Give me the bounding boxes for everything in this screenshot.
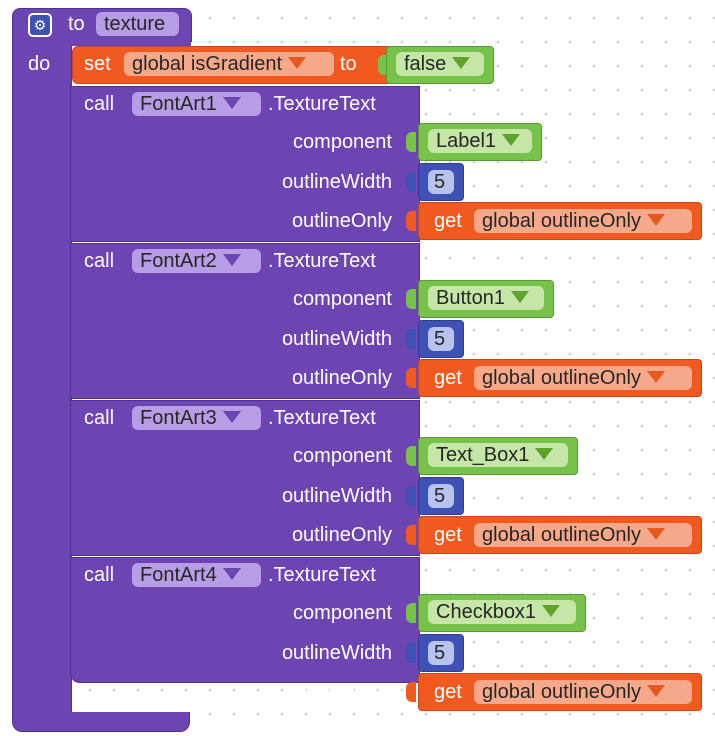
connector-icon	[406, 446, 416, 466]
triangle-down-icon	[288, 56, 307, 69]
triangle-down-icon	[222, 410, 241, 423]
param-component-label: component	[293, 288, 392, 310]
number-field[interactable]: 5	[428, 327, 454, 351]
component-dropdown[interactable]: FontArt1	[132, 92, 261, 116]
triangle-down-icon	[222, 253, 241, 266]
get-variable-dropdown[interactable]: global outlineOnly	[474, 523, 692, 547]
get-variable-dropdown[interactable]: global outlineOnly	[474, 680, 692, 704]
boolean-dropdown[interactable]: false	[396, 52, 484, 76]
procedure-top-bar	[13, 40, 191, 46]
number-field[interactable]: 5	[428, 484, 454, 508]
method-name: .TextureText	[268, 250, 376, 272]
param-only-label: outlineOnly	[291, 524, 392, 546]
connector-icon	[406, 132, 416, 152]
procedure-body	[12, 40, 72, 730]
get-keyword: get	[434, 681, 462, 703]
component-value-dropdown[interactable]: Label1	[428, 129, 532, 153]
component-dropdown[interactable]: FontArt4	[132, 563, 261, 587]
component-value: Checkbox1	[436, 601, 537, 623]
get-variable-name: global outlineOnly	[482, 681, 641, 703]
get-keyword: get	[434, 524, 462, 546]
get-keyword: get	[434, 367, 462, 389]
component-name: FontArt1	[140, 93, 217, 115]
call-keyword: call	[84, 93, 115, 115]
component-value-dropdown[interactable]: Checkbox1	[428, 600, 576, 624]
triangle-down-icon	[510, 290, 529, 303]
component-value: Text_Box1	[436, 444, 530, 466]
triangle-down-icon	[542, 604, 561, 617]
connector-icon	[406, 211, 416, 231]
procedure-do-label: do	[28, 53, 51, 75]
connector-icon	[406, 525, 416, 545]
set-variable-name: global isGradient	[132, 53, 283, 75]
component-value: Label1	[436, 130, 497, 152]
param-width-label: outlineWidth	[281, 485, 392, 507]
get-keyword: get	[434, 210, 462, 232]
set-to-keyword: to	[340, 53, 357, 75]
method-name: .TextureText	[268, 93, 376, 115]
connector-icon	[406, 603, 416, 623]
set-variable-dropdown[interactable]: global isGradient	[124, 52, 334, 76]
method-name: .TextureText	[268, 564, 376, 586]
component-dropdown[interactable]: FontArt3	[132, 406, 261, 430]
param-component-label: component	[293, 602, 392, 624]
set-keyword: set	[84, 53, 111, 75]
param-only-label: outlineOnly	[291, 681, 392, 703]
method-name: .TextureText	[268, 407, 376, 429]
connector-icon	[406, 643, 416, 663]
component-name: FontArt2	[140, 250, 217, 272]
triangle-down-icon	[502, 133, 521, 146]
param-component-label: component	[293, 445, 392, 467]
number-field[interactable]: 5	[428, 170, 454, 194]
connector-icon	[406, 682, 416, 702]
triangle-down-icon	[647, 684, 665, 697]
get-variable-name: global outlineOnly	[482, 524, 641, 546]
get-variable-name: global outlineOnly	[482, 210, 641, 232]
connector-icon	[406, 368, 416, 388]
param-width-label: outlineWidth	[281, 328, 392, 350]
call-keyword: call	[84, 407, 115, 429]
get-variable-dropdown[interactable]: global outlineOnly	[474, 209, 692, 233]
triangle-down-icon	[222, 567, 241, 580]
get-variable-dropdown[interactable]: global outlineOnly	[474, 366, 692, 390]
connector-icon	[378, 55, 388, 75]
component-value-dropdown[interactable]: Text_Box1	[428, 443, 568, 467]
component-name: FontArt3	[140, 407, 217, 429]
gear-icon[interactable]: ⚙	[28, 13, 52, 37]
param-component-label: component	[293, 131, 392, 153]
procedure-to-label: to	[68, 13, 85, 35]
boolean-value: false	[404, 53, 447, 75]
param-width-label: outlineWidth	[281, 171, 392, 193]
connector-icon	[406, 486, 416, 506]
triangle-down-icon	[535, 447, 554, 460]
param-width-label: outlineWidth	[281, 642, 392, 664]
param-only-label: outlineOnly	[291, 367, 392, 389]
triangle-down-icon	[647, 370, 665, 383]
procedure-name-field[interactable]: texture	[96, 12, 179, 36]
triangle-down-icon	[647, 527, 665, 540]
triangle-down-icon	[452, 56, 471, 69]
connector-icon	[406, 172, 416, 192]
call-keyword: call	[84, 250, 115, 272]
component-dropdown[interactable]: FontArt2	[132, 249, 261, 273]
connector-icon	[406, 329, 416, 349]
procedure-bottom	[12, 712, 190, 732]
number-field[interactable]: 5	[428, 641, 454, 665]
get-variable-name: global outlineOnly	[482, 367, 641, 389]
component-value: Button1	[436, 287, 505, 309]
component-value-dropdown[interactable]: Button1	[428, 286, 544, 310]
component-name: FontArt4	[140, 564, 217, 586]
connector-icon	[406, 289, 416, 309]
triangle-down-icon	[647, 213, 665, 226]
call-keyword: call	[84, 564, 115, 586]
triangle-down-icon	[222, 96, 241, 109]
param-only-label: outlineOnly	[291, 210, 392, 232]
